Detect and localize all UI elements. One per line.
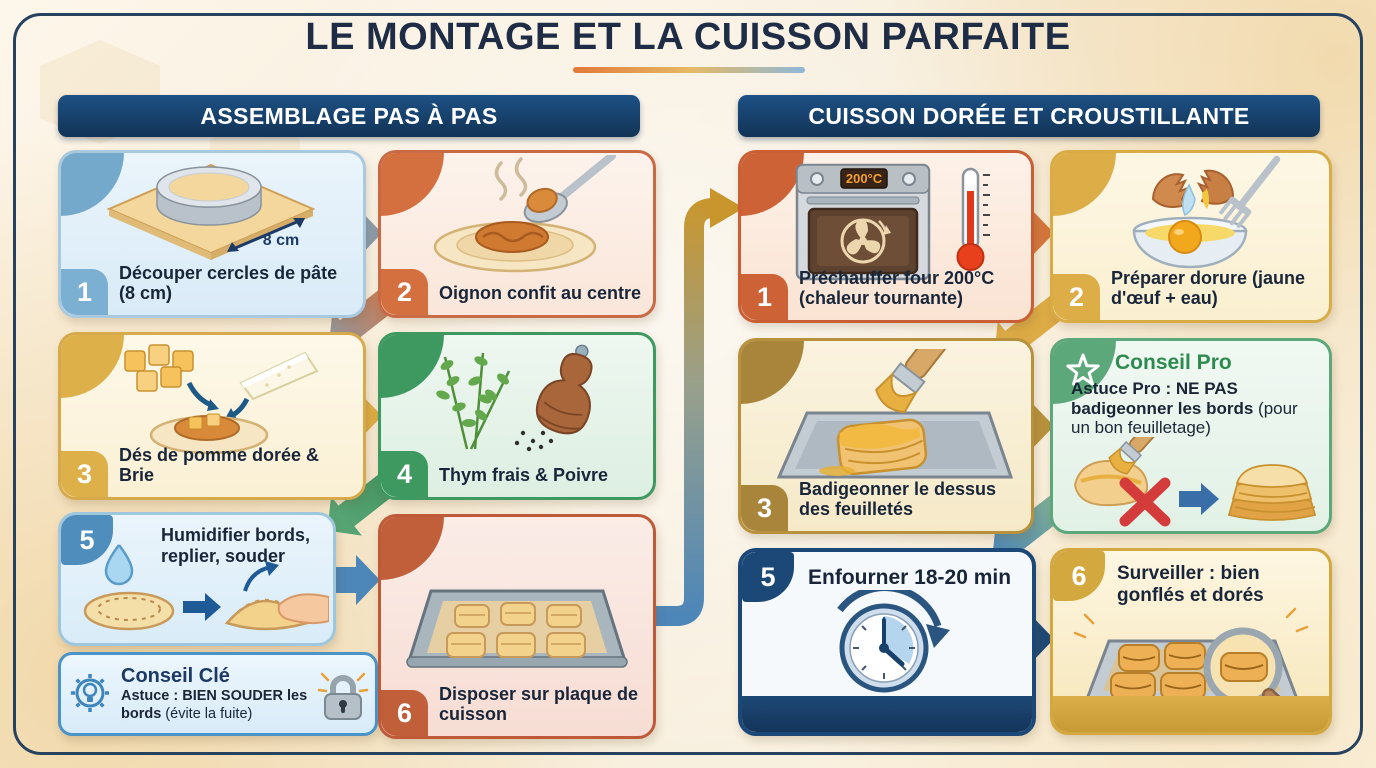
step-card-thyme-pepper: 4 Thym frais & Poivre bbox=[378, 332, 656, 500]
arrow-l6-to-r1-connector bbox=[652, 188, 744, 626]
step-number-badge: 6 bbox=[381, 690, 428, 736]
step-card-preheat-oven: 200°C 1 Préchau bbox=[738, 150, 1034, 323]
padlock-icon bbox=[317, 672, 369, 720]
step-label: Disposer sur plaque de cuisson bbox=[439, 683, 639, 725]
arrow-l5-to-l6 bbox=[330, 555, 380, 605]
no-brush-edges-illustration bbox=[1073, 437, 1317, 527]
step-label: Préparer dorure (jaune d'œuf + eau) bbox=[1111, 267, 1306, 309]
step-card-baking-tray: 6 Disposer sur plaque de cuisson bbox=[378, 514, 656, 739]
glazing-illustration bbox=[776, 349, 1014, 479]
step-number-badge: 6 bbox=[1053, 551, 1105, 601]
puff-pastry bbox=[1227, 464, 1317, 521]
dimension-arrow: 8 cm bbox=[227, 218, 305, 252]
step-number-badge: 2 bbox=[381, 269, 428, 315]
pastry-brush bbox=[875, 349, 953, 414]
tip-box-pro: Conseil Pro Astuce Pro : NE PAS badigeon… bbox=[1050, 338, 1332, 534]
step-label: Oignon confit au centre bbox=[439, 283, 642, 304]
oven-illustration: 200°C bbox=[795, 163, 990, 281]
egg-wash-illustration bbox=[1132, 155, 1281, 269]
pepper-grains bbox=[514, 430, 554, 452]
tray-pastries-illustration bbox=[406, 589, 628, 668]
step-number-badge: 5 bbox=[742, 552, 794, 602]
apple-brie-illustration bbox=[124, 344, 319, 455]
step-card-brush-tops: 3 Badigeonner le dessus des feuilletés bbox=[738, 338, 1034, 534]
card-bottom-bar bbox=[1053, 696, 1329, 732]
card-bottom-bar bbox=[742, 696, 1032, 732]
step-label: Surveiller : bien gonflés et dorés bbox=[1117, 563, 1264, 606]
brie-wedge bbox=[239, 351, 319, 401]
tip-text: Astuce Pro : NE PAS badigeonner les bord… bbox=[1071, 379, 1319, 438]
title-underline bbox=[573, 67, 805, 73]
step-number-badge: 1 bbox=[741, 274, 788, 320]
tip-bold-text: Astuce : BIEN SOUDER les bords bbox=[121, 688, 308, 722]
step-number-badge: 2 bbox=[1053, 274, 1100, 320]
page-title: LE MONTAGE ET LA CUISSON PARFAITE bbox=[305, 16, 1071, 58]
step-card-seal-edges: 5 Humidifier bords, replier, souder bbox=[58, 512, 336, 646]
hand-pressing bbox=[277, 593, 329, 625]
pepper-mill bbox=[535, 344, 593, 435]
thyme-pepper-illustration bbox=[436, 344, 593, 452]
step-label: Découper cercles de pâte (8 cm) bbox=[119, 262, 338, 304]
tip-text: Astuce : BIEN SOUDER les bords (évite la… bbox=[121, 688, 309, 722]
onion-confit-illustration bbox=[433, 155, 617, 273]
tip-title: Conseil Clé bbox=[121, 665, 230, 688]
tip-normal-text: (évite la fuite) bbox=[161, 705, 253, 722]
tip-box-seal: Conseil Clé Astuce : BIEN SOUDER les bor… bbox=[58, 652, 378, 736]
step-card-onion-confit: 2 Oignon confit au centre bbox=[378, 150, 656, 318]
tip-title: Conseil Pro bbox=[1115, 351, 1232, 374]
water-drop-icon bbox=[104, 544, 134, 586]
red-cross-icon bbox=[1119, 477, 1171, 527]
step-label: Enfourner 18-20 min bbox=[808, 566, 1012, 589]
step-number-badge: 3 bbox=[741, 485, 788, 531]
ring-cutter-illustration: 8 cm bbox=[106, 163, 316, 260]
fold-seal-illustration bbox=[83, 544, 329, 631]
lightbulb-gear-icon bbox=[71, 674, 109, 712]
step-label: Badigeonner le dessus des feuilletés bbox=[799, 478, 997, 520]
step-number-badge: 3 bbox=[61, 451, 108, 497]
thyme-sprigs bbox=[436, 352, 511, 450]
step-card-cut-circles: 8 cm 1 Découper cercles de pâte (8 cm) bbox=[58, 150, 366, 318]
step-number-badge: 1 bbox=[61, 269, 108, 315]
step-card-egg-wash: 2 Préparer dorure (jaune d'œuf + eau) bbox=[1050, 150, 1332, 323]
apple-cubes bbox=[124, 344, 194, 392]
step-card-bake-time: 5 Enfourner 18-20 min bbox=[738, 548, 1036, 736]
golden-pastries-magnifier-illustration bbox=[1073, 607, 1309, 729]
column-header-assembly: ASSEMBLAGE PAS À PAS bbox=[58, 95, 640, 137]
oven-display: 200°C bbox=[846, 171, 883, 186]
fork-icon bbox=[1219, 155, 1281, 228]
fan-icon bbox=[840, 218, 891, 264]
tip-bold-text: Astuce Pro : NE PAS badigeonner les bord… bbox=[1071, 379, 1254, 418]
column-header-baking: CUISSON DORÉE ET CROUSTILLANTE bbox=[738, 95, 1320, 137]
timer-clock-illustration bbox=[837, 590, 950, 693]
step-label: Préchauffer four 200°C (chaleur tournant… bbox=[799, 267, 995, 309]
step-label: Humidifier bords, replier, souder bbox=[161, 525, 311, 566]
step-label: Dés de pomme dorée & Brie bbox=[119, 444, 320, 486]
star-icon bbox=[1066, 353, 1100, 386]
step-card-apple-brie: 3 Dés de pomme dorée & Brie bbox=[58, 332, 366, 500]
svg-text:8 cm: 8 cm bbox=[263, 232, 299, 249]
step-label: Thym frais & Poivre bbox=[439, 465, 609, 486]
tip-normal-text: (pour un bon feuilletage) bbox=[1071, 398, 1298, 438]
step-card-watch-bake: 6 Surveiller : bien gonflés et dorés bbox=[1050, 548, 1332, 735]
step-number-badge: 4 bbox=[381, 451, 428, 497]
thermometer-icon bbox=[956, 167, 990, 271]
